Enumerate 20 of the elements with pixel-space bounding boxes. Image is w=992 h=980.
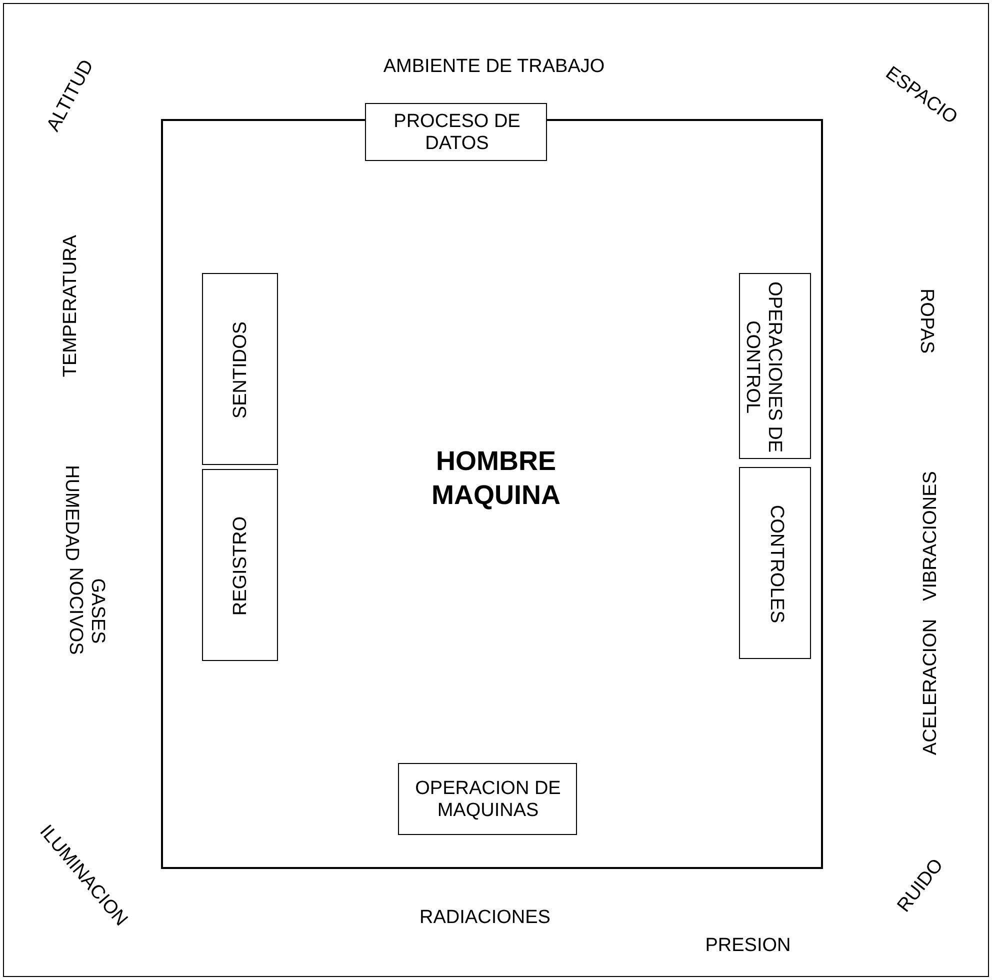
box-label: SENTIDOS — [230, 320, 252, 421]
heading: AMBIENTE DE TRABAJO — [382, 56, 606, 78]
frame — [3, 3, 989, 977]
box-label: CONTROLES — [765, 504, 787, 626]
process-box — [398, 763, 577, 835]
factor-label: TEMPERATURA — [60, 234, 82, 380]
center-title: HOMBRE MAQUINA — [430, 445, 562, 512]
factor-label: ROPAS — [915, 287, 937, 356]
process-box — [739, 273, 811, 459]
box-label: PROCESO DE DATOS — [392, 111, 522, 155]
process-box — [365, 103, 547, 161]
factor-label: PRESION — [704, 935, 792, 957]
factor-label: GASES NOCIVOS — [64, 566, 108, 657]
factor-label: RADIACIONES — [418, 907, 552, 929]
box-label: REGISTRO — [230, 515, 252, 618]
process-box — [202, 273, 278, 465]
box-label: OPERACIONES DE CONTROL — [741, 280, 785, 455]
process-box — [739, 467, 811, 659]
box-label: OPERACION DE MAQUINAS — [414, 778, 562, 822]
process-box — [202, 469, 278, 661]
